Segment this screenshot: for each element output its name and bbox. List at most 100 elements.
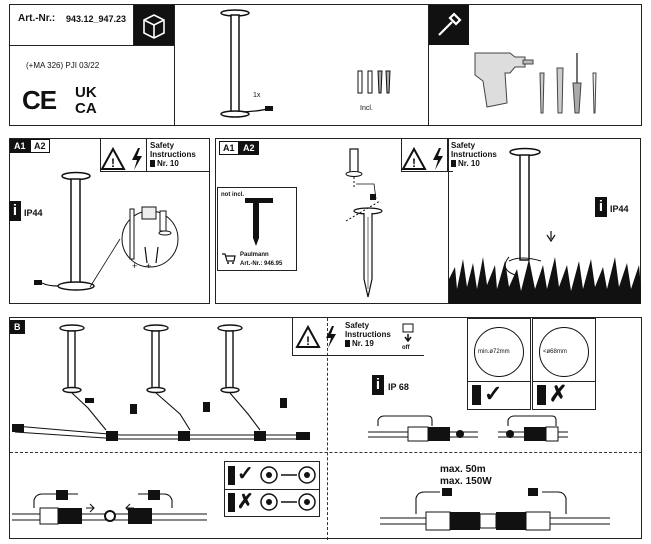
reference-code: (+MA 326) PJI 03/22: [26, 61, 100, 70]
cart-icon: [222, 253, 236, 264]
svg-text:+: +: [146, 261, 151, 271]
safety-line1: Safety: [451, 141, 476, 150]
quantity-label: 1x: [253, 92, 261, 99]
checkmark-icon: ✓: [484, 381, 503, 406]
electric-hazard-icon: [433, 148, 443, 170]
dashed-separator: [10, 452, 642, 453]
safety-number: Nr. 19: [352, 339, 374, 348]
divider: [428, 5, 429, 126]
connector-joining-drawing: [12, 490, 207, 525]
brand-label: Paulmann: [240, 252, 269, 258]
screws-dowels-icon: [357, 70, 391, 94]
svg-text:!: !: [306, 334, 310, 348]
max-wattage-label: max. 150W: [440, 476, 492, 487]
divider: [174, 5, 175, 126]
svg-text:+: +: [132, 261, 137, 271]
divider: [100, 171, 210, 172]
drill-and-tools-drawing: [474, 52, 597, 114]
panel-b: B ! Safety Instructions Nr. 19 off: [9, 317, 642, 540]
article-number: Art.-Nr.: 946.95: [240, 261, 283, 267]
cross-icon: ✗: [237, 491, 254, 513]
electric-hazard-icon: [132, 148, 142, 170]
info-icon: i: [595, 197, 607, 217]
bollard-lamp-drawing: [220, 9, 273, 118]
divider: [533, 381, 595, 382]
panel-a1: A1 A2 ! Safety Instructions Nr. 10 i IP4…: [9, 138, 210, 304]
divider: [468, 381, 530, 382]
tools-icon: [429, 5, 469, 45]
tag-a2: A2: [30, 139, 50, 153]
safety-line2: Instructions: [150, 150, 196, 159]
power-off-icon: [402, 323, 414, 343]
book-icon: [345, 340, 350, 347]
lamp-in-grass-drawing: [449, 147, 641, 304]
safety-line1: Safety: [150, 141, 175, 150]
divider: [448, 139, 449, 304]
safety-box: [292, 318, 424, 356]
info-icon: i: [9, 201, 21, 221]
ip-rating: IP 68: [388, 382, 409, 392]
checkmark-icon: ✓: [237, 463, 254, 485]
safety-line1: Safety: [345, 321, 370, 330]
warning-icon: !: [295, 324, 321, 348]
divider: [133, 5, 134, 45]
lamp-on-surface-drawing: + +: [34, 171, 179, 291]
dashed-separator: [327, 318, 328, 540]
article-numbers: 943.12_947.23: [66, 14, 127, 24]
panel-a2: A1 A2 not incl. Paulmann Art.-Nr.: 946.9…: [215, 138, 641, 304]
safety-instructions: Safety Instructions Nr. 10: [451, 141, 497, 168]
info-icon: [228, 493, 235, 512]
max-length-label: max. 50m: [440, 464, 486, 475]
safety-number: Nr. 10: [157, 159, 179, 168]
book-icon: [451, 160, 456, 167]
info-icon: [537, 385, 546, 405]
ce-mark: CE: [22, 85, 57, 115]
box-contents-icon: [134, 5, 174, 45]
safety-instructions: Safety Instructions Nr. 10: [150, 141, 196, 168]
cable-diameter-ok-box: min.ø72mm ✓: [467, 318, 531, 410]
cable-diameter-bad-box: <ø68mm ✗: [532, 318, 596, 410]
ground-spike-icon: [245, 198, 273, 246]
max-diameter-label: <ø68mm: [543, 349, 567, 355]
cover-panel: Art.-Nr.: 943.12_947.23 (+MA 326) PJI 03…: [9, 4, 642, 126]
safety-number: Nr. 10: [458, 159, 480, 168]
svg-text:!: !: [111, 156, 115, 170]
ukca-mark-top: UK: [75, 84, 97, 101]
warning-icon: !: [100, 146, 126, 170]
not-included-label: not incl.: [221, 192, 244, 198]
lamp-chain-drawing: [12, 324, 310, 441]
spike-insertion-drawing: [345, 148, 383, 298]
info-icon: [472, 385, 481, 405]
tag-a2: A2: [239, 141, 259, 155]
inline-connector-drawing: [380, 488, 610, 531]
tag-a1: A1: [219, 141, 239, 155]
ip-rating: IP44: [24, 208, 43, 218]
safety-line2: Instructions: [451, 150, 497, 159]
connector-check-box: ✓ ✗: [224, 461, 320, 517]
divider: [225, 489, 319, 490]
ukca-mark-bottom: CA: [75, 100, 97, 117]
safety-line2: Instructions: [345, 330, 391, 339]
info-icon: [228, 466, 235, 485]
divider: [10, 45, 174, 46]
divider: [146, 139, 147, 171]
off-label: off: [402, 345, 410, 351]
connector-assembly-drawing: [368, 415, 568, 442]
tag-a1: A1: [10, 139, 30, 153]
svg-text:!: !: [412, 156, 416, 170]
divider: [401, 171, 453, 172]
tag-b: B: [10, 320, 25, 334]
ip-rating: IP44: [610, 204, 629, 214]
plug-socket-icon: [260, 466, 316, 484]
book-icon: [150, 160, 155, 167]
divider: [447, 139, 448, 171]
cable-cross-section: [474, 327, 524, 377]
electric-hazard-icon: [326, 326, 336, 348]
min-diameter-label: min.ø72mm: [478, 349, 510, 355]
article-label: Art.-Nr.:: [18, 13, 56, 24]
safety-instructions: Safety Instructions Nr. 19: [345, 321, 391, 348]
cable-cross-section: [539, 327, 589, 377]
not-included-box: not incl. Paulmann Art.-Nr.: 946.95: [217, 187, 297, 271]
included-label: Incl.: [360, 105, 373, 112]
